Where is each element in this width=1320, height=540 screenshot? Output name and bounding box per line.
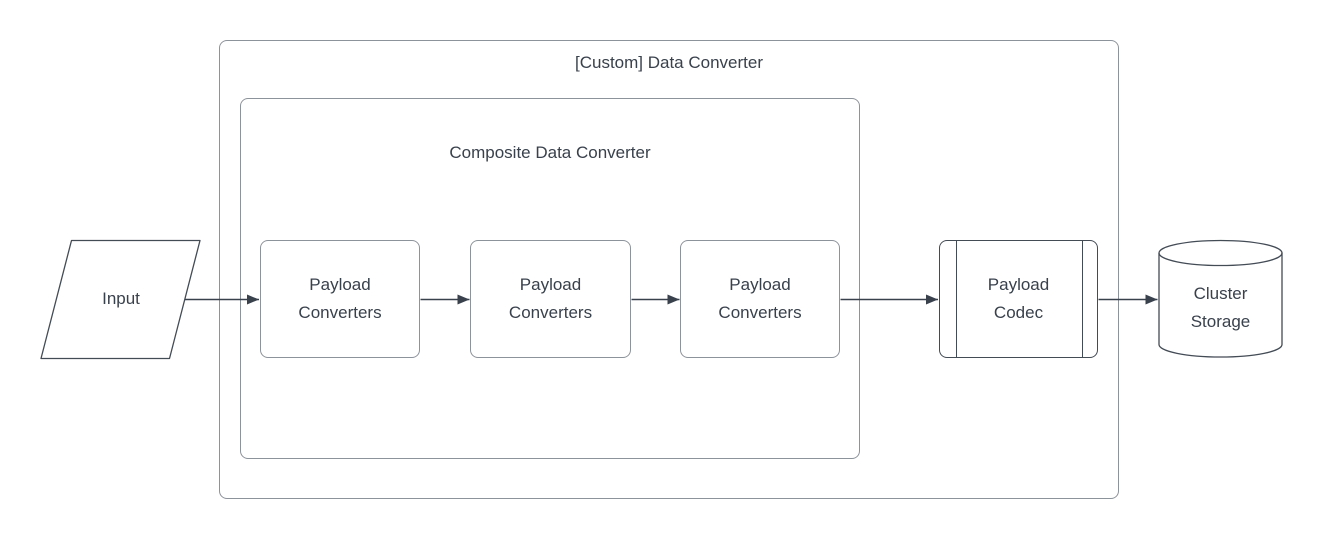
payload-converters-3-label-text: Payload Converters (718, 275, 802, 322)
payload-converters-box-3 (680, 240, 840, 358)
payload-codec-label: Payload Codec (939, 240, 1098, 358)
cluster-storage-label-text: Cluster Storage (1190, 283, 1251, 331)
input-label: Input (41, 240, 201, 358)
payload-converters-1-label-text: Payload Converters (298, 275, 382, 322)
payload-converters-box-2 (470, 240, 631, 358)
composite-data-converter-container (240, 98, 860, 459)
payload-converters-box-1 (260, 240, 420, 358)
input-label-text: Input (102, 289, 140, 308)
payload-converters-1-label: Payload Converters (260, 240, 420, 358)
payload-converters-2-label-text: Payload Converters (508, 275, 593, 322)
payload-codec-label-text: Payload Codec (987, 275, 1050, 322)
codec-right-bar (1082, 241, 1083, 357)
payload-codec-box (939, 240, 1098, 358)
custom-data-converter-title: [Custom] Data Converter (574, 53, 763, 72)
codec-left-bar (956, 241, 957, 357)
custom-data-converter-container (219, 40, 1119, 499)
cluster-storage-label: Cluster Storage (1159, 240, 1282, 357)
payload-converters-2-label: Payload Converters (470, 240, 631, 358)
payload-converters-3-label: Payload Converters (680, 240, 840, 358)
composite-data-converter-title: Composite Data Converter (449, 143, 651, 162)
